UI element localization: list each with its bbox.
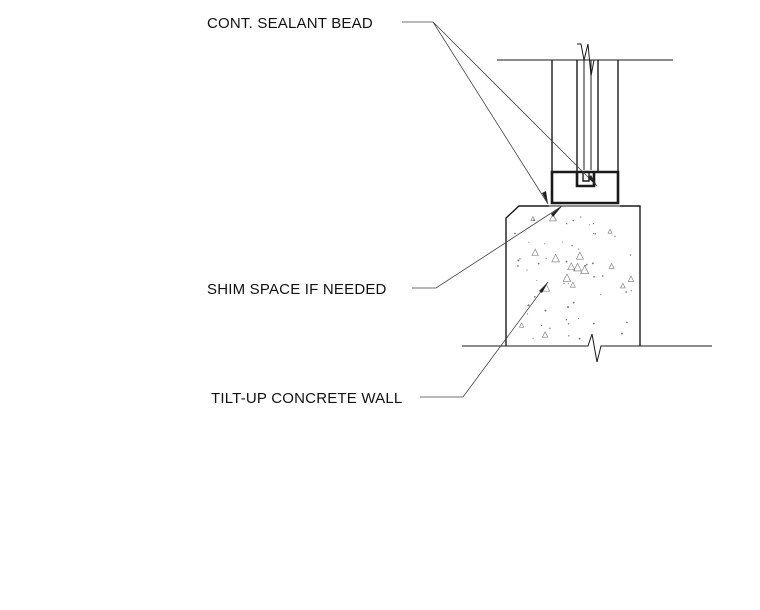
concrete-speck: [514, 232, 516, 235]
concrete-speck: [533, 295, 536, 298]
concrete-speck: [565, 318, 568, 321]
concrete-aggregate: [608, 262, 615, 269]
concrete-speck: [537, 262, 540, 265]
concrete-aggregate: [607, 228, 613, 234]
concrete-speck: [620, 332, 623, 335]
concrete-speck: [572, 301, 575, 304]
concrete-aggregate: [518, 322, 525, 328]
callout-shim: SHIM SPACE IF NEEDED: [207, 205, 563, 298]
concrete-speck: [561, 241, 563, 243]
concrete-speck: [571, 244, 573, 247]
sill-channel: [550, 170, 620, 205]
concrete-speck: [592, 223, 595, 225]
concrete-speck: [572, 219, 575, 222]
concrete-aggregate: [573, 262, 582, 272]
concrete-speck: [573, 269, 576, 271]
concrete-speck: [526, 313, 529, 315]
concrete-aggregate: [530, 216, 536, 222]
callout-sealant-arrowhead-2: [588, 175, 597, 186]
concrete-speck: [565, 260, 568, 263]
concrete-aggregate: [549, 213, 557, 222]
concrete-speck: [563, 282, 565, 284]
concrete-speck: [592, 322, 595, 325]
callout-sealant-text: CONT. SEALANT BEAD: [207, 15, 373, 32]
concrete-aggregate: [580, 264, 590, 274]
concrete-wall-outline: [505, 205, 641, 346]
callout-wall-leader: [420, 281, 549, 398]
concrete-speck: [600, 293, 602, 296]
sill-inner-lip: [582, 172, 590, 182]
concrete-speck: [549, 327, 551, 330]
concrete-speck: [577, 248, 580, 250]
callout-wall-arrowhead: [539, 282, 548, 293]
concrete-speck: [629, 254, 632, 256]
sill-glazing-stop: [575, 172, 596, 188]
concrete-speck: [527, 304, 530, 307]
concrete-aggregate: [541, 331, 549, 338]
concrete-aggregate: [569, 281, 576, 288]
concrete-speck: [568, 283, 570, 285]
concrete-speck: [626, 321, 628, 324]
concrete-speck: [540, 324, 543, 327]
glazing-break-symbol: [577, 43, 598, 77]
concrete-speck: [602, 275, 604, 277]
concrete-aggregate: [531, 248, 539, 256]
concrete-speck: [593, 276, 595, 278]
concrete-speck: [567, 306, 569, 309]
concrete-speck: [544, 243, 546, 245]
concrete-speck: [567, 323, 570, 325]
callout-shim-text: SHIM SPACE IF NEEDED: [207, 281, 387, 298]
concrete-aggregate: [567, 262, 576, 271]
concrete-speck: [578, 337, 581, 340]
concrete-aggregate: [575, 251, 584, 260]
callout-sealant: CONT. SEALANT BEAD: [207, 15, 598, 205]
concrete-speck: [630, 290, 632, 292]
concrete-speck: [588, 224, 590, 226]
concrete-speck: [536, 279, 538, 282]
callout-shim-arrowhead: [551, 206, 562, 217]
concrete-speck: [568, 335, 570, 337]
concrete-speck: [565, 222, 568, 225]
concrete-speck: [585, 263, 588, 266]
concrete-speck: [528, 241, 530, 243]
concrete-aggregate: [620, 282, 626, 289]
concrete-speck: [544, 309, 547, 312]
concrete-wall: [462, 205, 712, 363]
wall-bottom-break-line: [462, 333, 712, 363]
concrete-aggregate: [562, 273, 572, 282]
concrete-speck: [580, 216, 582, 218]
callout-wall: TILT-UP CONCRETE WALL: [211, 281, 549, 407]
concrete-aggregate: [627, 275, 635, 282]
concrete-speck: [578, 318, 580, 320]
concrete-speck: [526, 269, 528, 271]
concrete-speck: [625, 291, 627, 293]
concrete-speck: [545, 257, 547, 260]
concrete-speck: [614, 235, 616, 238]
concrete-speck: [591, 262, 594, 265]
callout-wall-text: TILT-UP CONCRETE WALL: [211, 390, 402, 407]
concrete-speck: [594, 233, 597, 235]
concrete-hatch-pattern: [514, 213, 635, 340]
concrete-speck: [519, 258, 521, 260]
concrete-speck: [517, 259, 520, 262]
concrete-speck: [593, 232, 595, 235]
concrete-aggregate: [551, 253, 560, 263]
concrete-speck: [532, 337, 534, 339]
callout-sealant-leader: [402, 21, 598, 205]
callout-sealant-arrowhead-1: [542, 191, 548, 204]
concrete-speck: [517, 265, 519, 267]
callout-shim-leader: [412, 205, 563, 289]
window-frame: [497, 43, 673, 205]
